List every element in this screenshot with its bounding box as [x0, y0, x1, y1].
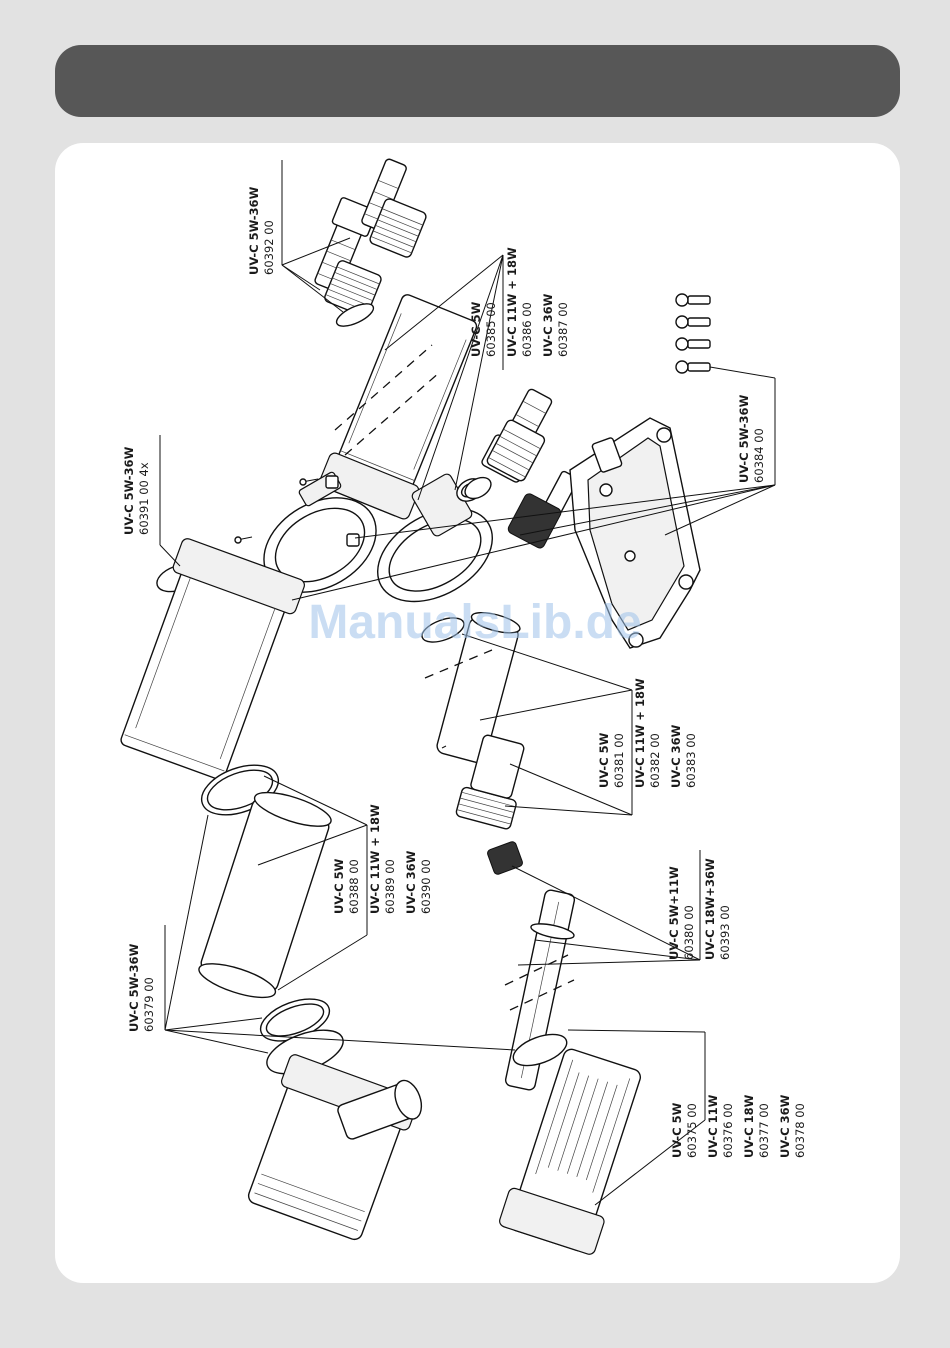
- callout-line: 60386 00: [520, 302, 534, 357]
- callout-line: UV-C 11W + 18W: [633, 678, 647, 788]
- lamp-socket: [487, 841, 523, 875]
- callout-line: UV-C 5W: [670, 1102, 684, 1158]
- callout-line: 60392 00: [262, 220, 276, 275]
- callout-line: 60388 00: [347, 859, 361, 914]
- callout-c6: UV-C 5W60388 00 UV-C 11W + 18W60389 00 UV-…: [332, 804, 433, 914]
- callout-line: UV-C 5W: [332, 858, 346, 914]
- callout-line: UV-C 36W: [669, 724, 683, 788]
- quartz-sleeve: [198, 791, 332, 999]
- watermark: ManualsLib.de: [308, 596, 641, 649]
- callout-line: UV-C 5W-36W: [737, 394, 751, 483]
- leader-lines: [159, 160, 776, 1206]
- callout-line: UV-C 36W: [404, 850, 418, 914]
- outer-housing-top: [319, 294, 478, 520]
- callout-c7: UV-C 5W+11W60380 00 UV-C 18W+36W60393 00: [667, 858, 732, 960]
- mounting-bracket: [569, 417, 701, 649]
- callout-line: UV-C 5W: [597, 732, 611, 788]
- callout-line: UV-C 5W-36W: [127, 943, 141, 1032]
- callout-line: 60379 00: [142, 977, 156, 1032]
- callout-line: 60380 00: [682, 905, 696, 960]
- header-bar: [55, 45, 900, 117]
- callout-line: 60378 00: [793, 1103, 807, 1158]
- callout-line: 60377 00: [757, 1103, 771, 1158]
- callout-line: 60382 00: [648, 733, 662, 788]
- bottom-housing: [247, 1054, 423, 1241]
- callout-line: 60390 00: [419, 859, 433, 914]
- callout-line: UV-C 5W+11W: [667, 866, 681, 960]
- hose-connector-parts: [314, 158, 427, 327]
- callout-line: UV-C 5W-36W: [247, 186, 261, 275]
- callout-line: UV-C 11W: [706, 1094, 720, 1158]
- callout-line: 60385 00: [484, 302, 498, 357]
- callout-c8: UV-C 5W-36W60379 00: [127, 943, 156, 1032]
- callout-c3: UV-C 5W-36W60391 00 4x: [122, 446, 151, 535]
- callout-line: 60391 00 4x: [137, 462, 151, 535]
- callout-line: UV-C 36W: [541, 293, 555, 357]
- callout-line: 60393 00: [718, 905, 732, 960]
- callout-c4: UV-C 5W-36W60384 00: [737, 394, 766, 483]
- clamp-ring: [263, 471, 377, 593]
- callout-line: 60387 00: [556, 302, 570, 357]
- callout-line: UV-C 36W: [778, 1094, 792, 1158]
- callout-line: UV-C 18W: [742, 1094, 756, 1158]
- outlet-connector: [464, 388, 579, 549]
- callout-line: UV-C 11W + 18W: [368, 804, 382, 914]
- callout-line: 60383 00: [684, 733, 698, 788]
- callout-line: 60381 00: [612, 733, 626, 788]
- uv-lamp: [504, 889, 576, 1091]
- callout-c5: UV-C 5W60381 00 UV-C 11W + 18W60382 00 UV-…: [597, 678, 698, 788]
- callout-line: 60384 00: [752, 428, 766, 483]
- sleeve-nut: [455, 734, 525, 830]
- callout-line: UV-C 11W + 18W: [505, 247, 519, 357]
- lamp-base-unit: [499, 1033, 642, 1255]
- bracket-screws: [675, 293, 711, 374]
- callout-line: 60375 00: [685, 1103, 699, 1158]
- callout-line: UV-C 5W: [469, 301, 483, 357]
- quartz-tube: [436, 611, 521, 764]
- callout-line: UV-C 5W-36W: [122, 446, 136, 535]
- callout-c1: UV-C 5W-36W60392 00: [247, 186, 276, 275]
- callout-line: 60389 00: [383, 859, 397, 914]
- callout-line: 60376 00: [721, 1103, 735, 1158]
- lower-housing: [120, 538, 305, 781]
- callout-c2: UV-C 5W60385 00 UV-C 11W + 18W60386 00 UV-…: [469, 247, 570, 357]
- callout-line: UV-C 18W+36W: [703, 858, 717, 960]
